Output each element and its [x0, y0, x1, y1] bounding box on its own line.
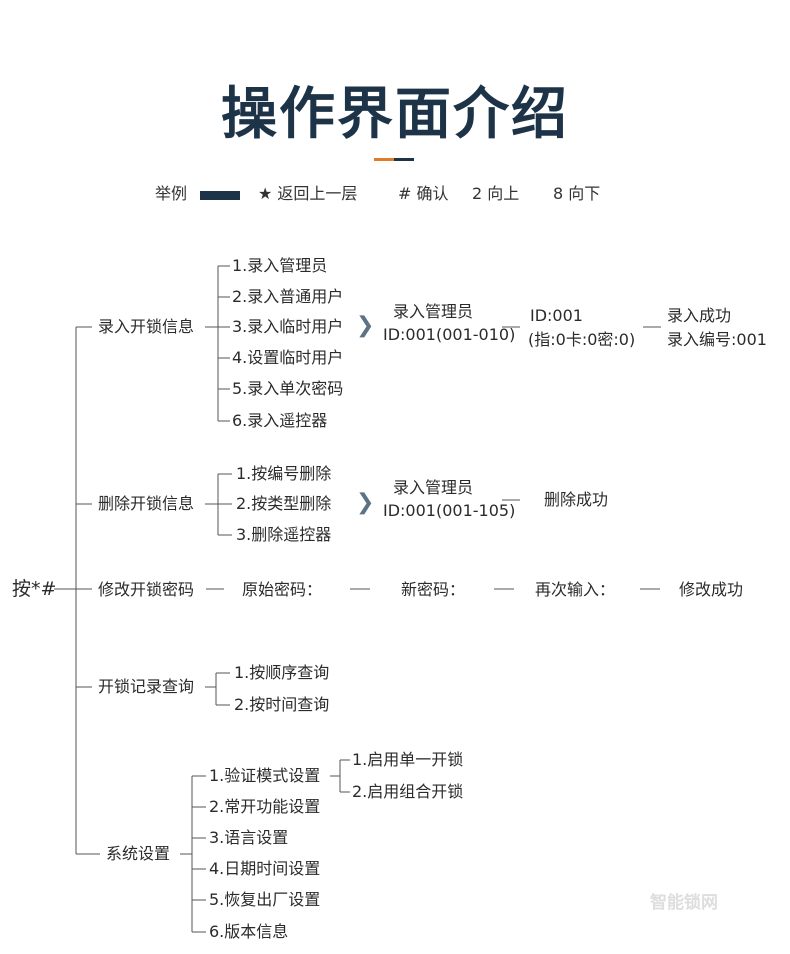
- title-underline-accent: [374, 158, 394, 161]
- delete-item: 2.按类型删除: [236, 494, 332, 513]
- system-item: 2.常开功能设置: [209, 797, 321, 816]
- system-item: 5.恢复出厂设置: [209, 890, 321, 909]
- root-node: 按*#: [12, 578, 57, 600]
- system-item: 6.版本信息: [209, 922, 289, 941]
- branch-system-label: 系统设置: [106, 844, 171, 863]
- delete-step1-line2: ID:001(001-105): [383, 501, 516, 520]
- enroll-step1-line2: ID:001(001-010): [383, 325, 516, 344]
- chevron-right-icon: ❯: [356, 490, 375, 515]
- password-step: 新密码：: [401, 580, 466, 599]
- legend-up: 2 向上: [472, 184, 520, 203]
- legend-confirm: # 确认: [398, 184, 449, 203]
- system-sub-item: 1.启用单一开锁: [352, 750, 464, 769]
- branch-enroll-label: 录入开锁信息: [98, 317, 195, 336]
- legend-swatch: [200, 191, 240, 200]
- chevron-right-icon: ❯: [356, 313, 375, 338]
- enroll-item: 3.录入临时用户: [232, 317, 344, 336]
- records-item: 1.按顺序查询: [234, 663, 330, 682]
- delete-item: 1.按编号删除: [236, 464, 332, 483]
- enroll-step1-line1: 录入管理员: [393, 302, 474, 321]
- watermark-logo: 智能锁网: [650, 893, 718, 913]
- password-step: 修改成功: [679, 580, 744, 599]
- enroll-step3-line2: 录入编号:001: [667, 330, 767, 349]
- records-item: 2.按时间查询: [234, 695, 330, 714]
- branch-delete-label: 删除开锁信息: [98, 494, 195, 513]
- title-underline-dark: [394, 158, 414, 161]
- enroll-item: 1.录入管理员: [232, 256, 328, 275]
- legend-down: 8 向下: [553, 184, 601, 203]
- password-step: 原始密码：: [242, 580, 323, 599]
- enroll-item: 6.录入遥控器: [232, 411, 328, 430]
- page-title: 操作界面介绍: [221, 82, 569, 147]
- legend-back: ★ 返回上一层: [258, 184, 358, 203]
- system-item: 3.语言设置: [209, 828, 289, 847]
- delete-step1-line1: 录入管理员: [393, 478, 474, 497]
- delete-step2: 删除成功: [544, 490, 609, 509]
- branch-records-label: 开锁记录查询: [98, 677, 195, 696]
- enroll-item: 2.录入普通用户: [232, 287, 344, 306]
- system-sub-item: 2.启用组合开锁: [352, 782, 464, 801]
- enroll-item: 5.录入单次密码: [232, 379, 344, 398]
- enroll-step2-line1: ID:001: [530, 306, 583, 325]
- system-item: 4.日期时间设置: [209, 859, 321, 878]
- password-step: 再次输入：: [535, 580, 616, 599]
- enroll-step3-line1: 录入成功: [667, 306, 732, 325]
- delete-item: 3.删除遥控器: [236, 525, 332, 544]
- legend-example-label: 举例: [155, 184, 188, 203]
- branch-password-label: 修改开锁密码: [98, 580, 195, 599]
- enroll-item: 4.设置临时用户: [232, 348, 344, 367]
- enroll-step2-line2: (指:0卡:0密:0): [528, 330, 636, 349]
- system-item: 1.验证模式设置: [209, 766, 321, 785]
